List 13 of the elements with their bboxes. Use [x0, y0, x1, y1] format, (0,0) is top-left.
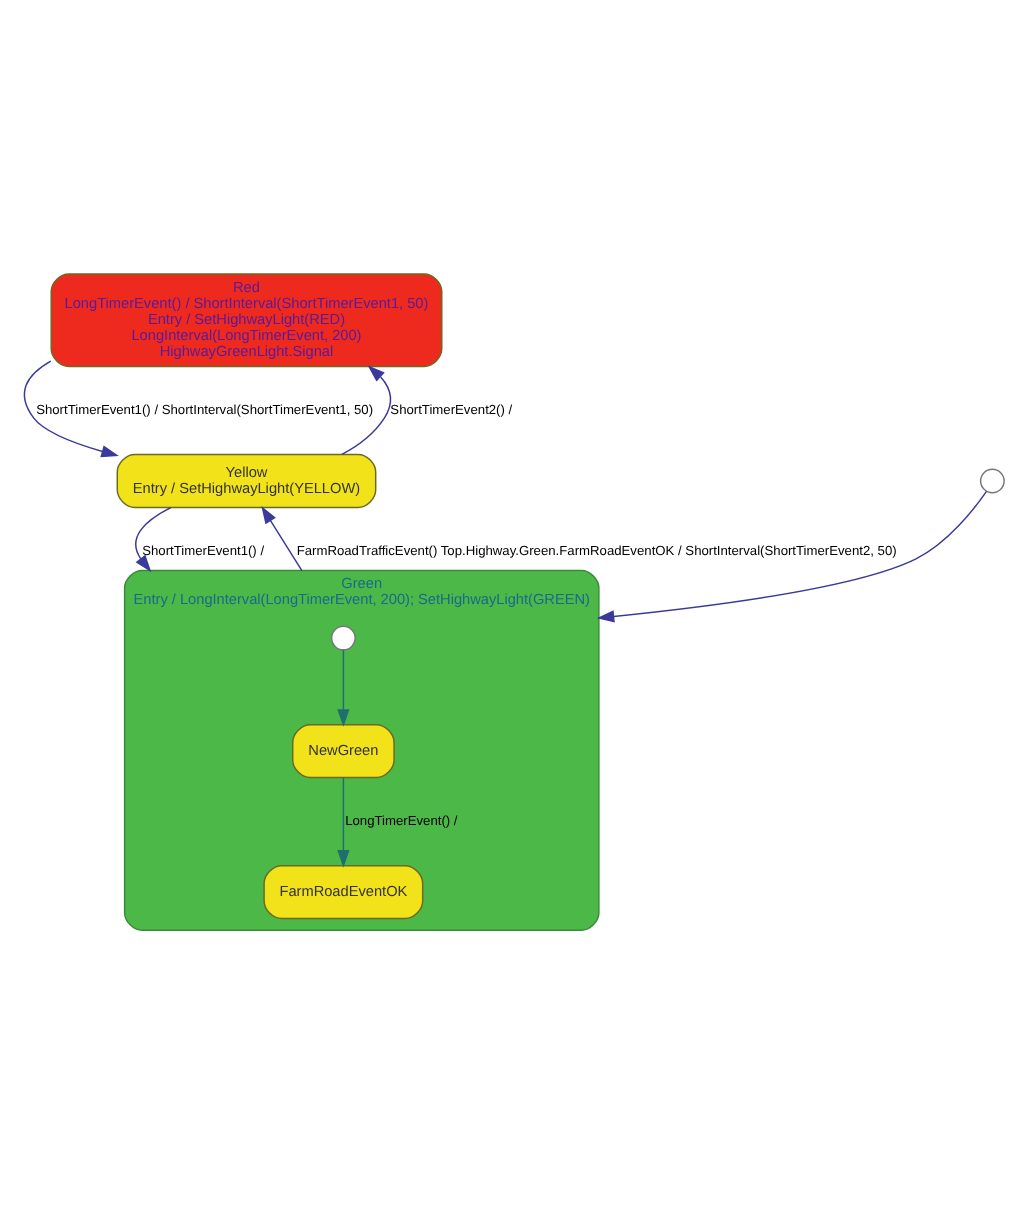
node-box: Red LongTimerEvent() / ShortInterval(ShortTimerEvent1, 50) Entry / SetHighwayLight(RED) LongInterval(LongTimerEvent, 200) HighwayGreenLight.Signal	[49, 272, 442, 367]
arrow	[134, 505, 171, 572]
arrow	[260, 505, 302, 571]
arrow	[22, 359, 118, 457]
node-box: NewGreen	[291, 723, 394, 778]
arrow	[595, 489, 987, 622]
node-circle	[978, 467, 1004, 493]
node-circle	[329, 624, 355, 650]
node-box: Yellow Entry / SetHighwayLight(YELLOW)	[115, 452, 376, 508]
arrow	[336, 648, 349, 726]
arrow	[336, 776, 349, 867]
node-box: FarmRoadEventOK	[262, 863, 423, 919]
arrow	[340, 364, 391, 455]
